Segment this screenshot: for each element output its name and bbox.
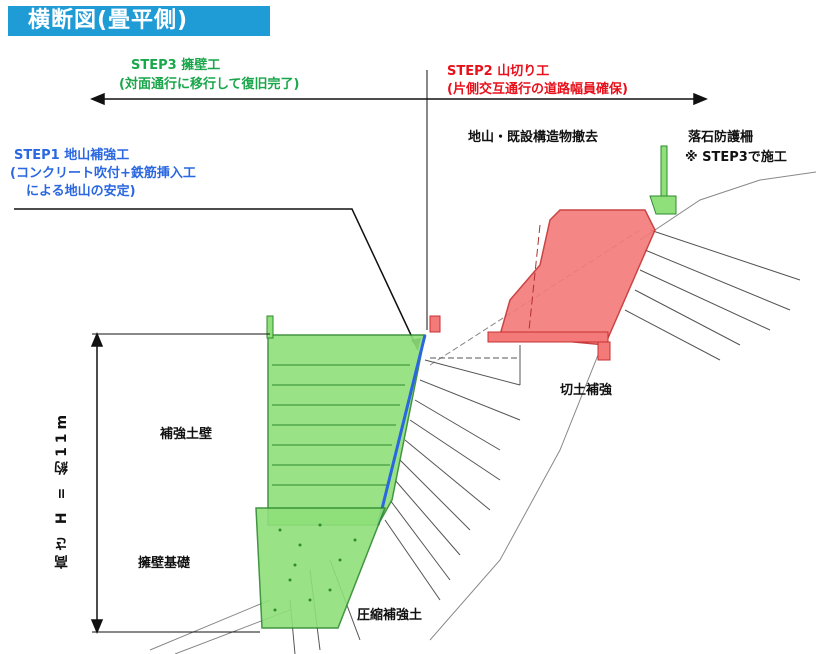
rockfall-fence bbox=[649, 145, 677, 215]
retaining-base-label: 擁壁基礎 bbox=[138, 556, 191, 571]
height-label: 高さ H = 約11m bbox=[54, 410, 70, 570]
step1-line3: による地山の安定) bbox=[26, 184, 136, 199]
height-dimension bbox=[90, 332, 270, 634]
page-title: 横断図(畳平側) bbox=[8, 6, 270, 36]
cut-reinforce-label: 切土補強 bbox=[560, 383, 613, 398]
step1-leader bbox=[14, 208, 419, 351]
cut-block bbox=[430, 209, 656, 385]
reinforced-wall bbox=[266, 315, 441, 526]
rockfall-note: ※ STEP3で施工 bbox=[685, 150, 787, 165]
step3-line2: (対面通行に移行して復旧完了) bbox=[119, 77, 300, 92]
compression-label: 圧縮補強土 bbox=[357, 608, 423, 623]
step1-line1: STEP1 地山補強工 bbox=[14, 148, 130, 163]
slope-lines bbox=[149, 171, 816, 654]
rockfall-label: 落石防護柵 bbox=[688, 130, 754, 145]
removal-label: 地山・既設構造物撤去 bbox=[468, 130, 599, 145]
step3-line1: STEP3 擁壁工 bbox=[131, 58, 221, 73]
step1-line2: (コンクリート吹付+鉄筋挿入工 bbox=[10, 166, 196, 181]
step-arrows bbox=[90, 70, 708, 330]
step2-line2: (片側交互通行の道路幅員確保) bbox=[447, 82, 628, 97]
step2-line1: STEP2 山切り工 bbox=[447, 64, 550, 79]
reinforced-wall-label: 補強土壁 bbox=[160, 427, 213, 442]
retaining-base bbox=[255, 507, 387, 629]
